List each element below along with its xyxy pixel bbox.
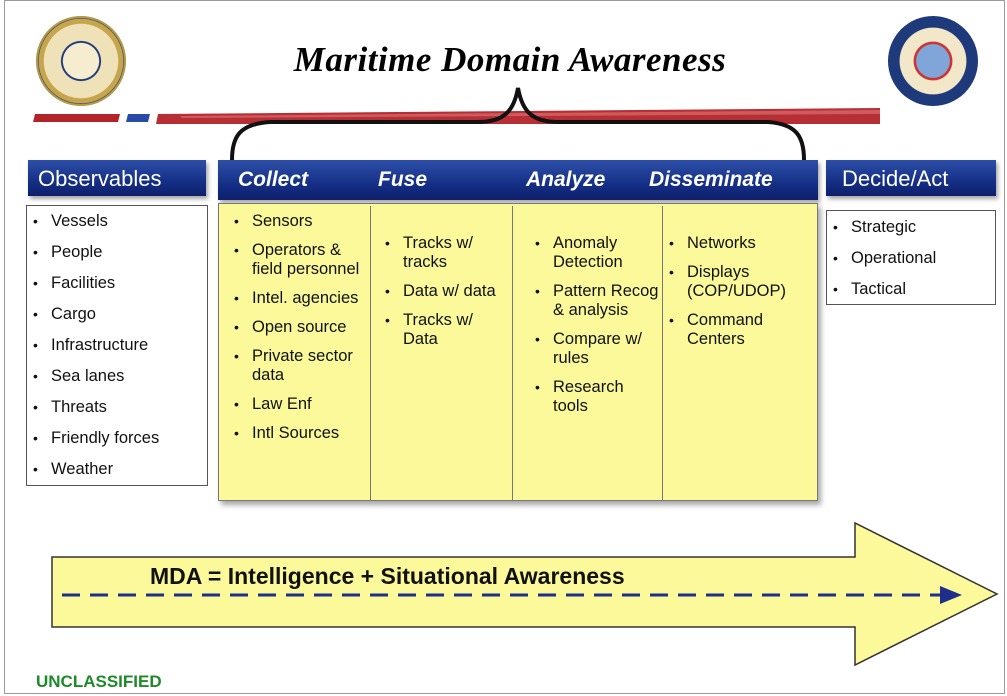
list-item: Cargo — [27, 305, 207, 324]
list-item: Operational — [827, 249, 995, 268]
fuse-header: Fuse — [378, 168, 428, 191]
decide-box: StrategicOperationalTactical — [826, 210, 996, 305]
list-item: Friendly forces — [27, 429, 207, 448]
list-item: Weather — [27, 460, 207, 479]
list-item: Tactical — [827, 280, 995, 299]
list-item: Sea lanes — [27, 367, 207, 386]
list-item: Tracks w/ Data — [379, 311, 507, 349]
list-item: Command Centers — [663, 311, 817, 349]
list-item: Infrastructure — [27, 336, 207, 355]
fuse-list: Tracks w/ tracksData w/ dataTracks w/ Da… — [379, 234, 507, 359]
column-divider — [662, 206, 663, 500]
observables-header-label: Observables — [38, 166, 162, 191]
list-item: Tracks w/ tracks — [379, 234, 507, 272]
list-item: Intl Sources — [228, 424, 368, 443]
classification-label: UNCLASSIFIED — [36, 672, 162, 691]
observables-header: Observables — [28, 160, 206, 196]
process-header — [218, 160, 818, 200]
title-stripe-and-brace — [33, 87, 880, 160]
observables-list: VesselsPeopleFacilitiesCargoInfrastructu… — [27, 206, 207, 479]
slide-frame — [4, 0, 1005, 694]
list-item: Vessels — [27, 212, 207, 231]
decide-header: Decide/Act — [826, 160, 996, 196]
column-divider — [370, 206, 371, 500]
coast-guard-seal-icon — [36, 16, 126, 106]
list-item: Open source — [228, 318, 368, 337]
list-item: Data w/ data — [379, 282, 507, 301]
analyze-list: Anomaly DetectionPattern Recog & analysi… — [529, 234, 659, 426]
list-item: Networks — [663, 234, 817, 253]
list-item: Sensors — [228, 212, 368, 231]
collect-list: SensorsOperators & field personnelIntel.… — [228, 212, 368, 453]
list-item: Compare w/ rules — [529, 330, 659, 368]
list-item: Intel. agencies — [228, 289, 368, 308]
observables-box: VesselsPeopleFacilitiesCargoInfrastructu… — [26, 205, 208, 486]
column-divider — [512, 206, 513, 500]
decide-list: StrategicOperationalTactical — [827, 211, 995, 299]
list-item: Strategic — [827, 218, 995, 237]
disseminate-list: NetworksDisplays (COP/UDOP) Command Cente… — [663, 234, 817, 359]
list-item: People — [27, 243, 207, 262]
disseminate-header: Disseminate — [649, 168, 773, 191]
mda-seal-icon — [888, 16, 978, 106]
mda-equation: MDA = Intelligence + Situational Awarene… — [150, 563, 625, 589]
list-item: Facilities — [27, 274, 207, 293]
list-item: Research tools — [529, 378, 659, 416]
list-item: Displays (COP/UDOP) — [663, 263, 817, 301]
decide-header-label: Decide/Act — [842, 166, 949, 191]
list-item: Threats — [27, 398, 207, 417]
analyze-header: Analyze — [526, 168, 606, 191]
list-item: Law Enf — [228, 395, 368, 414]
list-item: Private sector data — [228, 347, 368, 385]
list-item: Pattern Recog & analysis — [529, 282, 659, 320]
list-item: Anomaly Detection — [529, 234, 659, 272]
page-title: Maritime Domain Awareness — [293, 40, 727, 79]
list-item: Operators & field personnel — [228, 241, 368, 279]
collect-header: Collect — [238, 168, 309, 191]
arrow-right-icon — [51, 521, 999, 667]
